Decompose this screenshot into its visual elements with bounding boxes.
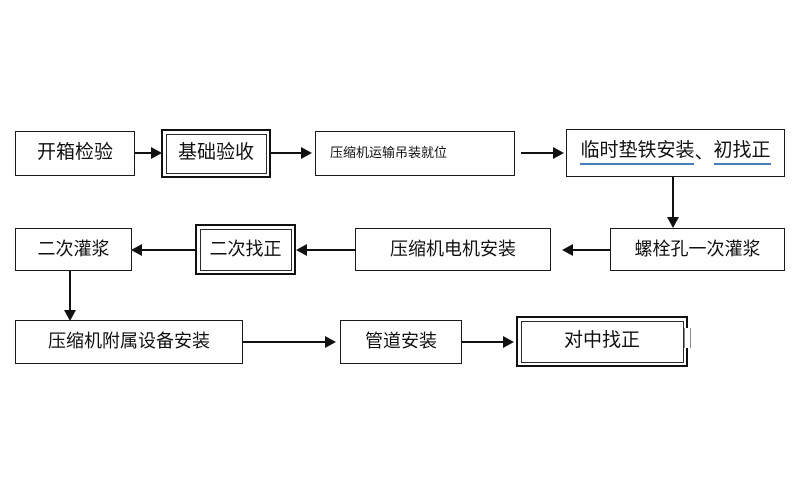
flow-node-label: 管道安装 xyxy=(365,331,437,352)
flow-node-label: 压缩机电机安装 xyxy=(390,238,516,259)
connector-line-8 xyxy=(69,271,72,312)
flow-node-label: 螺栓孔一次灌浆 xyxy=(634,238,761,259)
arrow-head-4 xyxy=(667,217,679,228)
flow-node-kaixiangjianyan[interactable]: 开箱检验 xyxy=(15,131,135,176)
flow-node-label-part2: 初找正 xyxy=(713,140,771,165)
flow-node-erziguanjiang[interactable]: 二次灌浆 xyxy=(15,228,132,271)
flow-node-label: 二次找正 xyxy=(209,238,282,259)
arrow-head-6 xyxy=(296,243,307,256)
box-edge-handle-artifact xyxy=(684,328,691,348)
flow-node-label: 压缩机运输吊装就位 xyxy=(330,145,448,161)
flow-node-fushushebei[interactable]: 压缩机附属设备安装 xyxy=(15,320,243,364)
arrow-head-10 xyxy=(503,335,514,348)
arrow-head-8 xyxy=(64,310,76,321)
flow-node-dianjianzhuang[interactable]: 压缩机电机安装 xyxy=(355,228,551,271)
arrow-head-1 xyxy=(151,146,162,159)
arrow-head-7 xyxy=(131,243,142,256)
flow-node-label: 对中找正 xyxy=(563,330,640,352)
connector-line-2 xyxy=(271,152,301,155)
connector-line-10 xyxy=(462,341,503,344)
flow-node-label-part1: 临时垫铁安装 xyxy=(580,140,695,165)
connector-line-4 xyxy=(672,177,675,219)
flow-node-guandaoanzhuang[interactable]: 管道安装 xyxy=(340,320,462,364)
arrow-head-3 xyxy=(553,146,564,159)
flow-node-label: 基础验收 xyxy=(177,142,254,164)
arrow-head-9 xyxy=(325,335,336,348)
flow-node-label: 二次灌浆 xyxy=(37,238,110,259)
connector-line-5 xyxy=(573,249,611,252)
flow-node-yunshudiaozhuang[interactable]: 压缩机运输吊装就位 xyxy=(315,131,515,176)
flow-node-linshidiantie[interactable]: 临时垫铁安装、初找正 xyxy=(566,129,785,177)
flow-node-label: 压缩机附属设备安装 xyxy=(48,331,210,352)
connector-line-1 xyxy=(135,152,151,155)
arrow-head-5 xyxy=(562,243,573,256)
connector-line-3 xyxy=(521,152,553,155)
flow-node-jichuyanshou[interactable]: 基础验收 xyxy=(161,129,271,178)
connector-line-6 xyxy=(307,249,356,252)
connector-line-7 xyxy=(142,249,196,252)
flow-node-duizhongzhaozheng[interactable]: 对中找正 xyxy=(516,316,688,367)
arrow-head-2 xyxy=(301,146,312,159)
connector-line-9 xyxy=(243,341,325,344)
flow-node-luoshuankong[interactable]: 螺栓孔一次灌浆 xyxy=(610,228,785,271)
flow-node-label-sep: 、 xyxy=(694,141,714,163)
flow-node-label: 开箱检验 xyxy=(36,142,113,164)
flow-node-erzizhaozheng[interactable]: 二次找正 xyxy=(195,224,296,275)
